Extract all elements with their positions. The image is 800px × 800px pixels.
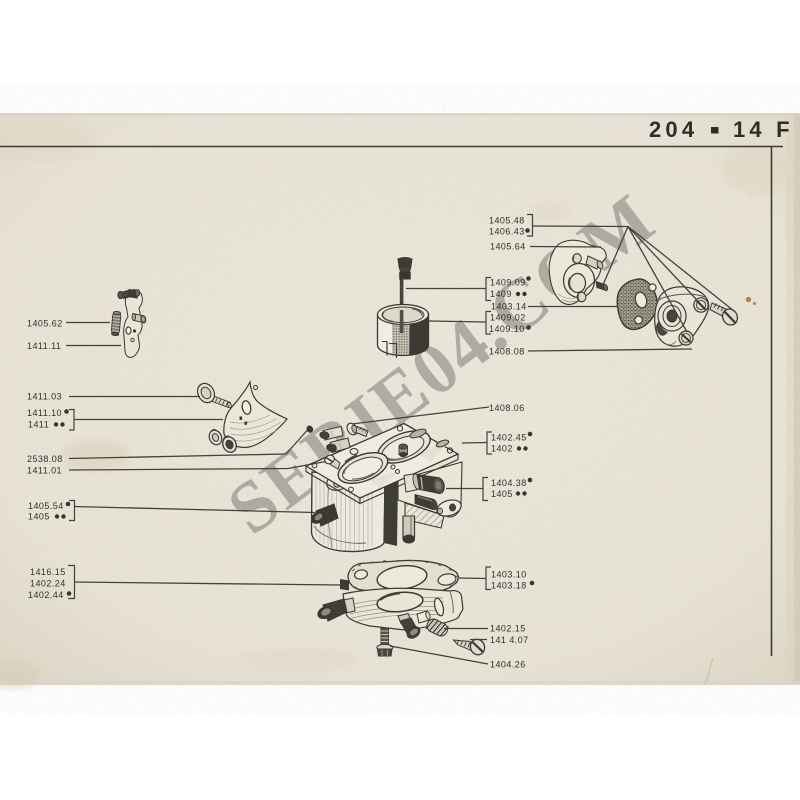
svg-text:1402.44: 1402.44	[28, 590, 64, 600]
svg-text:1409.02: 1409.02	[490, 313, 526, 323]
svg-text:1408.06: 1408.06	[489, 403, 525, 413]
svg-text:1411.03: 1411.03	[27, 392, 62, 402]
svg-text:1402.24: 1402.24	[30, 579, 66, 589]
svg-text:1403.10: 1403.10	[491, 570, 527, 580]
svg-text:1402.15: 1402.15	[490, 624, 526, 634]
svg-text:1409.09: 1409.09	[490, 278, 526, 288]
svg-text:1408.08: 1408.08	[489, 347, 525, 357]
svg-text:1405: 1405	[491, 489, 513, 499]
svg-text:1404.26: 1404.26	[490, 660, 526, 670]
svg-text:1411.01: 1411.01	[27, 466, 62, 476]
svg-text:1411: 1411	[28, 420, 49, 430]
svg-text:1405.62: 1405.62	[27, 319, 63, 329]
svg-text:1404.38: 1404.38	[491, 478, 527, 488]
svg-text:1409.10: 1409.10	[489, 324, 525, 334]
svg-text:1411.10: 1411.10	[27, 408, 62, 418]
svg-text:14 F: 14 F	[733, 117, 794, 142]
svg-text:1416.15: 1416.15	[30, 567, 66, 577]
svg-text:204: 204	[649, 117, 698, 142]
svg-text:1405.64: 1405.64	[490, 242, 526, 252]
svg-text:1405.54: 1405.54	[28, 501, 64, 511]
svg-text:1403.18: 1403.18	[491, 581, 527, 591]
svg-text:1411.11: 1411.11	[27, 341, 61, 351]
svg-text:1402.45: 1402.45	[491, 433, 527, 443]
svg-text:1405.48: 1405.48	[489, 216, 525, 226]
svg-text:1409: 1409	[490, 289, 512, 299]
svg-text:1405: 1405	[28, 512, 50, 522]
svg-text:2538.08: 2538.08	[27, 454, 63, 464]
svg-text:141 4.07: 141 4.07	[490, 635, 529, 645]
svg-text:1406.43: 1406.43	[489, 227, 525, 237]
svg-text:1402: 1402	[491, 444, 513, 454]
svg-text:1403.14: 1403.14	[491, 302, 527, 312]
